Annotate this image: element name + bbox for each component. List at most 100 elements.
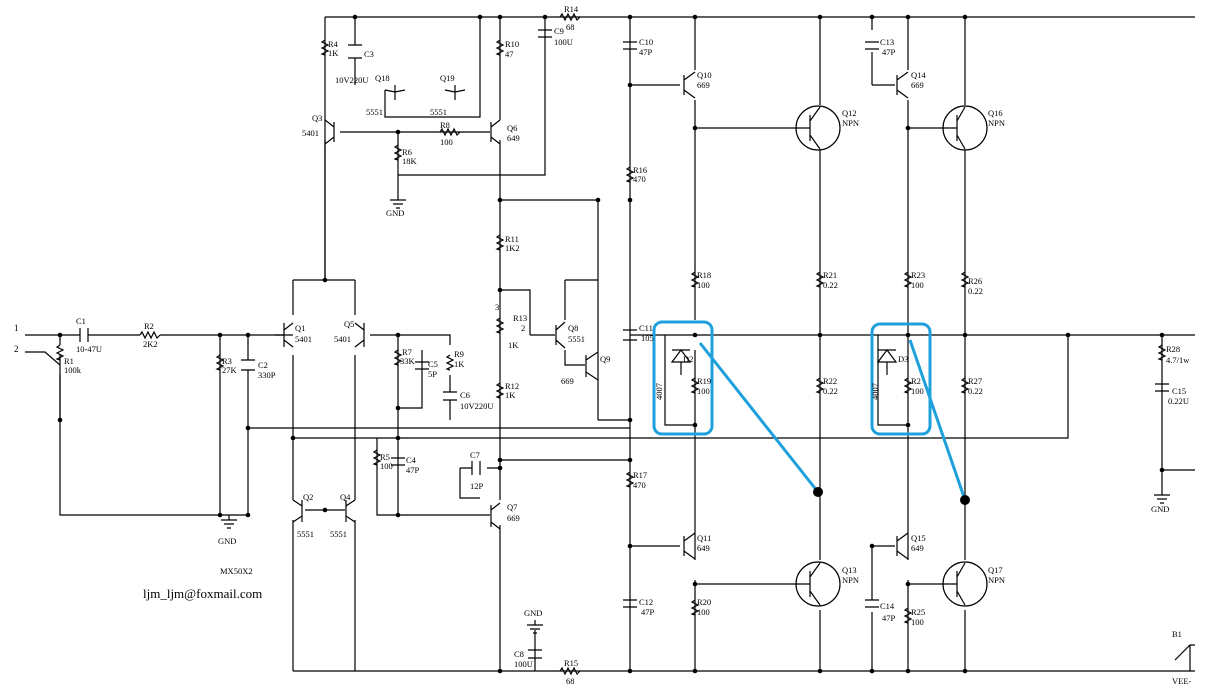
port-1-label: 1: [14, 323, 19, 333]
diode-d3: [876, 349, 898, 375]
highlight-box-d3: [870, 322, 932, 436]
junction-dot: [869, 543, 875, 549]
pointer-dot-d3: [960, 495, 970, 505]
resistor-r22: [815, 377, 825, 394]
part-ref: C2: [258, 360, 268, 370]
capacitor-c14: [865, 599, 879, 608]
junction-dot: [817, 14, 823, 20]
junction-dot: [905, 668, 911, 674]
part-ref: R27: [968, 376, 982, 386]
part-value: 0.22: [823, 280, 838, 290]
capacitor-c11: [623, 329, 637, 341]
part-value: 5551: [366, 107, 383, 117]
pot-pin-label: 3: [495, 302, 499, 312]
part-ref: R17: [633, 470, 647, 480]
junction-dot: [352, 14, 358, 20]
transistor-q11: [683, 532, 696, 560]
junction-dot: [692, 332, 698, 338]
resistor-r16: [625, 166, 635, 183]
part-value: 27K: [222, 365, 238, 375]
transistor-q14: [896, 71, 909, 99]
ground-symbol: [390, 195, 406, 209]
junction-dot: [497, 465, 503, 471]
part-value: 0.22: [968, 386, 983, 396]
part-value: 12P: [470, 481, 484, 491]
part-ref: R13: [513, 313, 527, 323]
part-ref: C15: [1172, 386, 1186, 396]
part-value: 100: [911, 280, 924, 290]
part-value: 1K: [505, 390, 516, 400]
transistor-q13: [795, 561, 841, 607]
pointer-dot-d2: [813, 487, 823, 497]
junction-dot: [627, 457, 633, 463]
d3-box: [877, 335, 908, 426]
part-ref: R10: [505, 39, 519, 49]
part-value: 68: [566, 22, 575, 32]
part-value: 649: [911, 543, 924, 553]
author-email: ljm_ljm@foxmail.com: [143, 586, 262, 601]
part-ref: C9: [554, 26, 564, 36]
resistor-r23: [903, 271, 913, 288]
junction-dot: [817, 668, 823, 674]
part-value: 47P: [639, 47, 653, 57]
part-ref: R3: [222, 356, 232, 366]
input-2-wire: [25, 351, 248, 516]
gnd-label: GND: [218, 536, 236, 546]
junction-dot: [395, 405, 401, 411]
pointer-line-d3: [908, 339, 967, 501]
q8-net: [530, 280, 585, 366]
part-ref: C13: [880, 37, 894, 47]
capacitor-c8: [528, 649, 542, 659]
resistor-r15: [559, 666, 581, 676]
junction-dot: [217, 512, 223, 518]
wires: [25, 16, 1195, 672]
capacitor-c10: [623, 41, 637, 50]
part-ref: C10: [639, 37, 653, 47]
resistor-r13: [495, 317, 505, 334]
capacitor-c6: [443, 391, 457, 401]
junctions: [57, 14, 1165, 674]
q5-base: [370, 334, 451, 345]
part-value: 100: [440, 137, 453, 147]
part-value: 47P: [641, 607, 655, 617]
resistor-r6: [393, 144, 403, 161]
part-ref: R8: [440, 120, 450, 130]
junction-dot: [395, 129, 401, 135]
part-value: 4007: [870, 383, 880, 400]
junction-dot: [692, 581, 698, 587]
transistor-q9: [585, 351, 599, 381]
resistor-r7: [393, 349, 403, 366]
part-value: 669: [561, 376, 574, 386]
port-vee-label: VEE-: [1172, 676, 1192, 686]
ground-symbol: [527, 620, 543, 634]
part-value: 100U: [554, 37, 573, 47]
part-ref: R9: [454, 349, 464, 359]
part-value: 100: [911, 386, 924, 396]
resistor-r19: [690, 377, 700, 394]
part-ref: Q14: [911, 70, 926, 80]
part-ref: R26: [968, 276, 982, 286]
part-ref: C6: [460, 390, 470, 400]
part-ref: Q4: [340, 492, 351, 502]
junction-dot: [322, 507, 328, 513]
transistor-q4: [345, 499, 356, 523]
part-value: NPN: [988, 575, 1005, 585]
highlight-box-d2: [652, 320, 714, 436]
transistor-q1: [275, 322, 294, 348]
grounds: [221, 195, 1170, 634]
resistor-r24: [903, 377, 913, 394]
part-ref: R12: [505, 381, 519, 391]
junction-dot: [395, 435, 401, 441]
resistor-r20: [690, 599, 700, 616]
part-value: 5401: [302, 128, 319, 138]
r7-c5-net: [397, 335, 451, 438]
port-2-label: 2: [14, 344, 19, 354]
junction-dot: [477, 14, 483, 20]
junction-dot: [905, 581, 911, 587]
capacitor-c3: [348, 44, 362, 59]
part-value: 105: [641, 333, 654, 343]
capacitor-c12: [623, 599, 637, 608]
part-ref: C11: [639, 323, 653, 333]
